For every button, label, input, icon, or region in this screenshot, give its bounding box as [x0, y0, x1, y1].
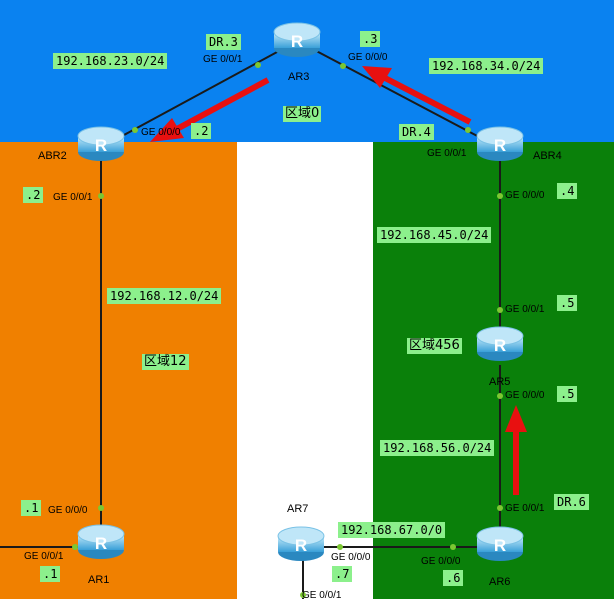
router-abr4[interactable]: R — [475, 122, 525, 166]
port-label-ar3-g001: GE 0/0/1 — [203, 54, 243, 65]
port-dot — [450, 544, 456, 550]
dr-label-ar6: DR.6 — [554, 494, 589, 510]
port-dot — [497, 393, 503, 399]
network-label-56: 192.168.56.0/24 — [380, 440, 495, 456]
port-dot — [337, 544, 343, 550]
host-id-ar5-down: .5 — [557, 386, 578, 402]
port-label-ar5-g000: GE 0/0/0 — [505, 390, 545, 401]
router-name-abr4: ABR4 — [533, 150, 562, 162]
arrow-ar3-to-abr2 — [150, 77, 270, 142]
svg-text:R: R — [291, 32, 303, 51]
port-label-ar1-g000: GE 0/0/0 — [48, 505, 88, 516]
port-dot — [300, 592, 306, 598]
host-id-abr4: .4 — [557, 183, 578, 199]
port-dot — [72, 544, 78, 550]
port-dot — [98, 505, 104, 511]
router-icon: R — [77, 524, 125, 559]
area-12-label: 区域12 — [142, 354, 189, 370]
port-label-abr4-g000: GE 0/0/0 — [505, 190, 545, 201]
area-456-label: 区域456 — [407, 338, 462, 354]
router-name-ar1: AR1 — [88, 574, 110, 586]
host-id-ar1-left: .1 — [40, 566, 61, 582]
svg-text:R: R — [494, 136, 506, 155]
router-name-ar6: AR6 — [489, 576, 511, 588]
area-12-region — [0, 142, 237, 599]
router-name-ar7: AR7 — [287, 503, 309, 515]
router-abr2[interactable]: R — [76, 122, 126, 166]
port-label-ar6-g000: GE 0/0/0 — [421, 556, 461, 567]
router-ar3[interactable]: R — [272, 18, 322, 62]
arrow-ar6-to-ar5 — [505, 405, 527, 495]
port-label-abr4-g001: GE 0/0/1 — [427, 148, 467, 159]
port-dot — [132, 127, 138, 133]
port-label-ar3-g000: GE 0/0/0 — [348, 52, 388, 63]
router-ar7[interactable]: R — [276, 522, 326, 566]
port-dot — [497, 193, 503, 199]
dr-label-abr4: DR.4 — [399, 124, 434, 140]
svg-text:R: R — [95, 136, 107, 155]
router-ar1[interactable]: R — [76, 520, 126, 564]
port-dot — [98, 193, 104, 199]
arrow-abr4-to-ar3 — [362, 66, 472, 125]
network-label-45: 192.168.45.0/24 — [377, 227, 492, 243]
svg-text:R: R — [295, 536, 307, 555]
host-id-ar7: .7 — [332, 566, 353, 582]
router-icon: R — [277, 526, 325, 561]
port-dot — [497, 307, 503, 313]
port-label-abr2-g000: GE 0/0/0 — [141, 127, 181, 138]
area-0-label: 区域0 — [283, 106, 322, 122]
port-dots — [72, 62, 503, 598]
svg-text:R: R — [95, 534, 107, 553]
host-id-ar5-up: .5 — [557, 295, 578, 311]
host-id-abr2-down: .2 — [23, 187, 44, 203]
router-icon: R — [476, 526, 524, 561]
host-id-ar3: .3 — [360, 31, 381, 47]
port-dot — [465, 127, 471, 133]
network-label-67: 192.168.67.0/0 — [338, 522, 446, 538]
port-label-ar6-g001: GE 0/0/1 — [505, 503, 545, 514]
router-ar5[interactable]: R — [475, 322, 525, 366]
host-id-abr2-up: .2 — [191, 123, 212, 139]
router-icon: R — [476, 126, 524, 161]
network-label-34: 192.168.34.0/24 — [429, 58, 544, 74]
network-label-23: 192.168.23.0/24 — [53, 53, 168, 69]
host-id-ar1-up: .1 — [21, 500, 42, 516]
dr-label-ar3: DR.3 — [206, 34, 241, 50]
svg-text:R: R — [494, 336, 506, 355]
router-icon: R — [476, 326, 524, 361]
port-label-abr2-g001: GE 0/0/1 — [53, 192, 93, 203]
router-icon: R — [77, 126, 125, 161]
network-label-12: 192.168.12.0/24 — [107, 288, 222, 304]
port-dot — [497, 505, 503, 511]
svg-text:R: R — [494, 536, 506, 555]
port-label-ar5-g001: GE 0/0/1 — [505, 304, 545, 315]
host-id-ar6: .6 — [443, 570, 464, 586]
router-name-ar3: AR3 — [288, 71, 310, 83]
port-label-ar1-g001: GE 0/0/1 — [24, 551, 64, 562]
port-label-ar7-g001: GE 0/0/1 — [302, 590, 342, 601]
router-name-ar5: AR5 — [489, 376, 511, 388]
router-ar6[interactable]: R — [475, 522, 525, 566]
port-dot — [340, 63, 346, 69]
port-dot — [255, 62, 261, 68]
port-label-ar7-g000: GE 0/0/0 — [331, 552, 371, 563]
router-name-abr2: ABR2 — [38, 150, 67, 162]
router-icon: R — [273, 22, 321, 57]
